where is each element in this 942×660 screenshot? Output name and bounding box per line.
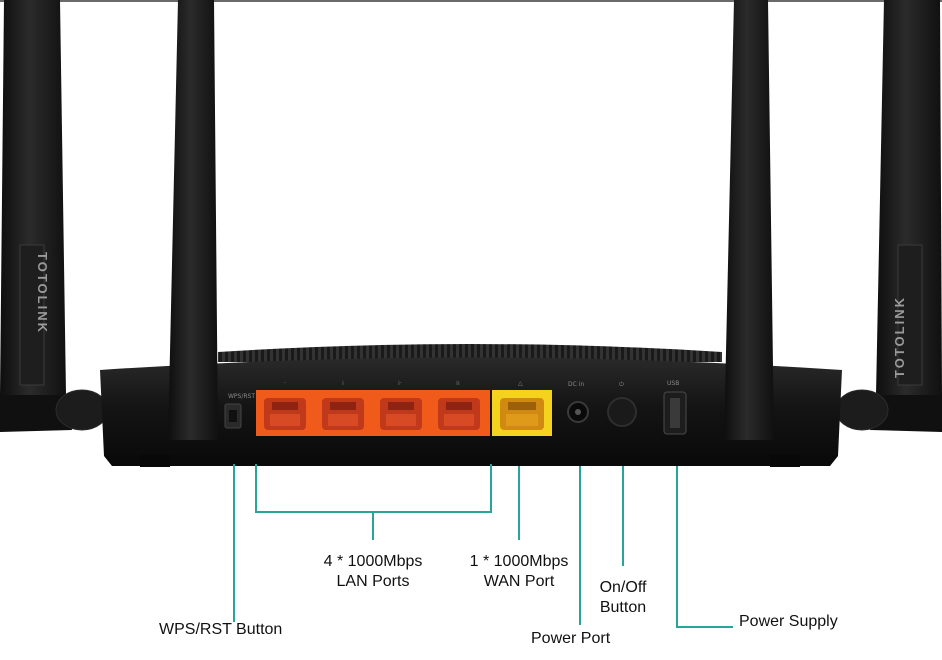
lan-port-3[interactable]: [380, 398, 422, 430]
callout-lan-line1: 4 * 1000Mbps: [323, 553, 423, 570]
leader-power-supply: [676, 466, 733, 628]
callout-lan-line2: LAN Ports: [336, 573, 410, 590]
power-marking: DC in: [568, 381, 584, 388]
callout-power-supply: Power Supply: [739, 613, 838, 630]
wps-marking: WPS/RST: [228, 393, 255, 400]
callout-lan-ports: 4 * 1000Mbps LAN Ports: [290, 552, 456, 592]
antenna-outer-right: TOTOLINK: [870, 0, 942, 432]
lan-port-group: · ⁞ ⁞· ⁞⁞: [256, 380, 490, 436]
callout-wan-line1: 1 * 1000Mbps: [469, 553, 569, 570]
callout-wps-rst-button: WPS/RST Button: [159, 621, 283, 638]
on-off-button[interactable]: ⏻: [607, 381, 637, 427]
leader-lines: [233, 464, 733, 628]
wan-marking: △: [518, 380, 523, 387]
hinge-right: [835, 389, 889, 431]
onoff-marking: ⏻: [619, 381, 624, 388]
lan-1-marking: ·: [284, 380, 286, 387]
callout-onoff-line1: On/Off: [599, 579, 647, 596]
callout-wan-port: 1 * 1000Mbps WAN Port: [436, 552, 602, 592]
lan-port-4[interactable]: [438, 398, 480, 430]
usb-port[interactable]: USB: [663, 380, 687, 435]
wps-rst-button[interactable]: WPS/RST: [224, 393, 255, 429]
lan-4-marking: ⁞⁞: [456, 380, 460, 387]
antenna-logo-right: TOTOLINK: [892, 296, 907, 378]
callout-wan-line2: WAN Port: [483, 573, 555, 590]
usb-marking: USB: [667, 380, 679, 387]
antenna-inner-left: [168, 0, 218, 440]
antenna-logo-left: TOTOLINK: [35, 252, 50, 334]
wan-port[interactable]: △: [492, 380, 552, 436]
lan-port-1[interactable]: [264, 398, 306, 430]
lan-3-marking: ⁞·: [398, 380, 402, 387]
leader-lan: [255, 464, 492, 540]
lan-2-marking: ⁞: [342, 380, 344, 387]
antenna-inner-right: [724, 0, 774, 440]
power-port[interactable]: DC in: [567, 381, 589, 423]
callout-on-off-button: On/Off Button: [580, 578, 666, 618]
callout-onoff-line2: Button: [599, 599, 647, 616]
callout-power-port: Power Port: [531, 630, 611, 647]
hinge-left: [55, 389, 109, 431]
lan-port-2[interactable]: [322, 398, 364, 430]
antenna-outer-left: TOTOLINK: [0, 0, 72, 432]
